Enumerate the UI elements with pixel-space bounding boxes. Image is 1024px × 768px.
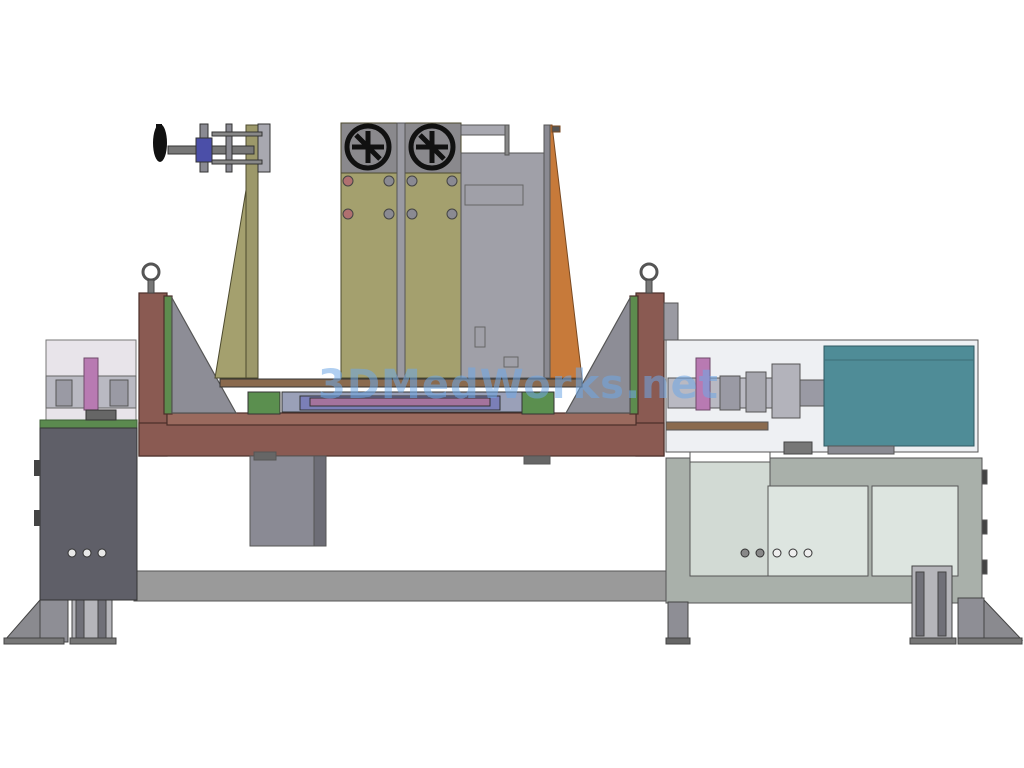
watermark: 3DMedWorks.net xyxy=(318,362,719,408)
drive-motor xyxy=(783,345,975,455)
handwheel-icon xyxy=(344,123,392,171)
center-divider xyxy=(396,122,406,379)
eyebolt-icon xyxy=(141,262,161,294)
work-table xyxy=(219,378,583,415)
eyebolt-icon xyxy=(639,262,659,294)
left-column xyxy=(214,124,259,379)
right-plate xyxy=(543,124,583,379)
right-foot-assembly xyxy=(665,565,1024,645)
left-feed-assembly xyxy=(167,123,271,173)
lower-motor xyxy=(249,451,551,547)
left-cabinet xyxy=(34,339,138,601)
frame-post xyxy=(663,302,679,341)
drive-coupling xyxy=(667,357,825,419)
control-panel xyxy=(460,124,545,379)
base-rail xyxy=(133,570,675,602)
handwheel-icon xyxy=(153,124,167,162)
handwheel-icon xyxy=(408,123,456,171)
